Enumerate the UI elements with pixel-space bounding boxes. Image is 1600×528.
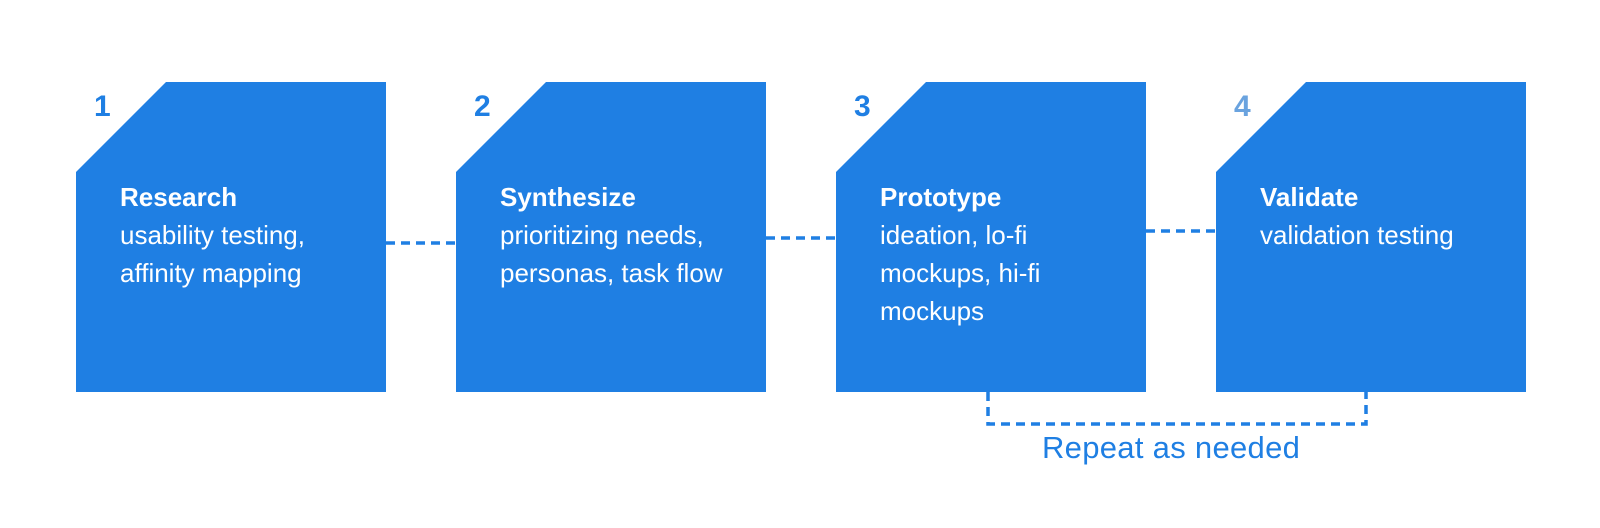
step-description: ideation, lo-fi mockups, hi-fi mockups <box>880 220 1041 326</box>
step-title: Validate <box>1260 182 1359 212</box>
step-card-prototype: Prototype ideation, lo-fi mockups, hi-fi… <box>836 82 1146 392</box>
step-description: usability testing, affinity mapping <box>120 220 305 288</box>
step-number-3: 3 <box>854 90 871 123</box>
repeat-loop-line <box>986 392 1368 426</box>
step-number-4: 4 <box>1234 90 1251 123</box>
repeat-label: Repeat as needed <box>1042 430 1301 465</box>
step-title: Prototype <box>880 182 1002 212</box>
step-description: prioritizing needs, personas, task flow <box>500 220 723 288</box>
step-title: Research <box>120 182 238 212</box>
step-description: validation testing <box>1260 220 1454 250</box>
step-title: Synthesize <box>500 182 636 212</box>
step-number-1: 1 <box>94 90 111 123</box>
step-card-research: Research usability testing, affinity map… <box>76 82 386 392</box>
step-card-synthesize: Synthesize prioritizing needs, personas,… <box>456 82 766 392</box>
step-number-2: 2 <box>474 90 491 123</box>
step-card-validate: Validate validation testing <box>1216 82 1526 392</box>
